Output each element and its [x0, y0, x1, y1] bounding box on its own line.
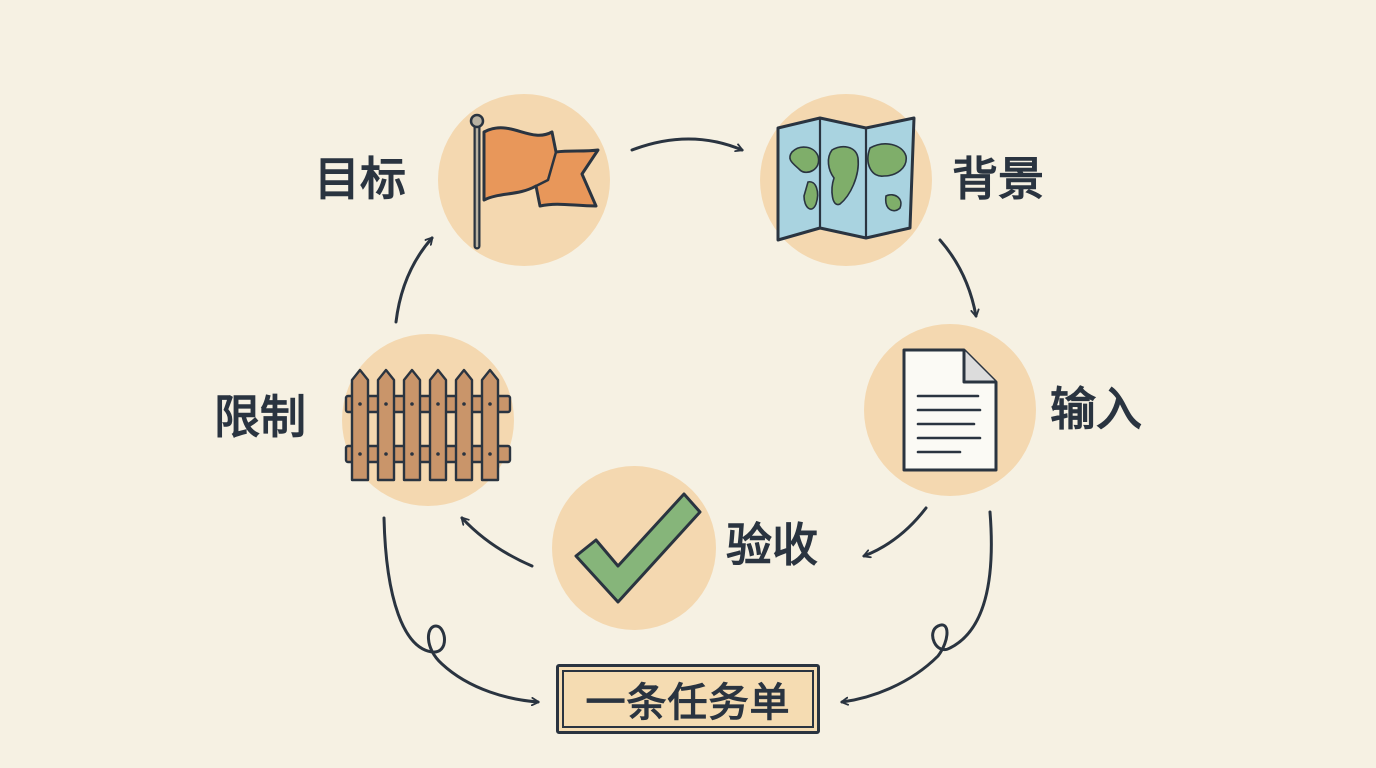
goal-label: 目标 — [314, 152, 406, 206]
arrow-background-to-input — [938, 238, 976, 316]
task-box: 一条任务单 — [556, 664, 820, 734]
document-icon — [902, 348, 998, 472]
arrow-limit-to-task — [382, 516, 538, 702]
flag-icon — [469, 113, 600, 250]
arrow-input-to-task — [842, 510, 993, 702]
arrow-input-to-acceptance — [864, 506, 928, 556]
input-label: 输入 — [1050, 382, 1142, 436]
limit-label: 限制 — [214, 390, 306, 444]
fence-icon — [344, 368, 512, 482]
map-icon — [776, 116, 916, 242]
arrow-limit-to-goal — [394, 236, 434, 324]
arrow-acceptance-to-limit — [460, 516, 534, 568]
task-label: 一条任务单 — [585, 680, 791, 726]
checkmark-icon — [574, 492, 702, 604]
arrow-goal-to-background — [630, 137, 742, 150]
background-label: 背景 — [952, 152, 1044, 206]
acceptance-label: 验收 — [726, 518, 818, 572]
